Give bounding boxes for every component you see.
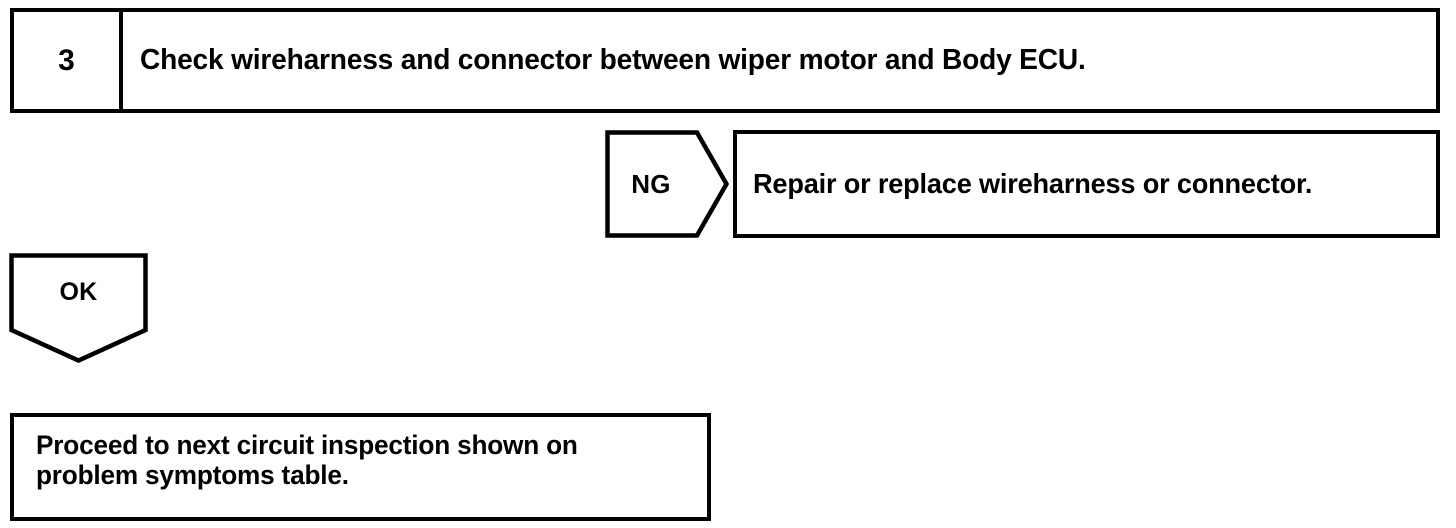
step-number-cell: 3: [14, 12, 123, 109]
ok-pentagon-icon: [9, 253, 148, 363]
diagnostic-step-banner: 3 Check wireharness and connector betwee…: [10, 8, 1440, 113]
ok-result-text-line-2: problem symptoms table.: [36, 460, 349, 491]
ok-result-text-line-1: Proceed to next circuit inspection shown…: [36, 430, 578, 460]
ng-result-text: Repair or replace wireharness or connect…: [753, 168, 1313, 200]
branch-ok-label: OK: [59, 277, 98, 306]
branch-ng-label: NG: [631, 168, 671, 199]
branch-ok-arrow: OK: [9, 253, 148, 363]
ng-pentagon-icon: [605, 130, 729, 238]
step-instruction-text: Check wireharness and connector between …: [140, 44, 1086, 77]
step-number: 3: [58, 43, 75, 77]
ok-result-box: Proceed to next circuit inspection shown…: [10, 413, 711, 521]
ng-result-box: Repair or replace wireharness or connect…: [733, 130, 1440, 238]
step-instruction-cell: Check wireharness and connector between …: [123, 12, 1436, 109]
branch-ng-arrow: NG: [605, 130, 729, 238]
